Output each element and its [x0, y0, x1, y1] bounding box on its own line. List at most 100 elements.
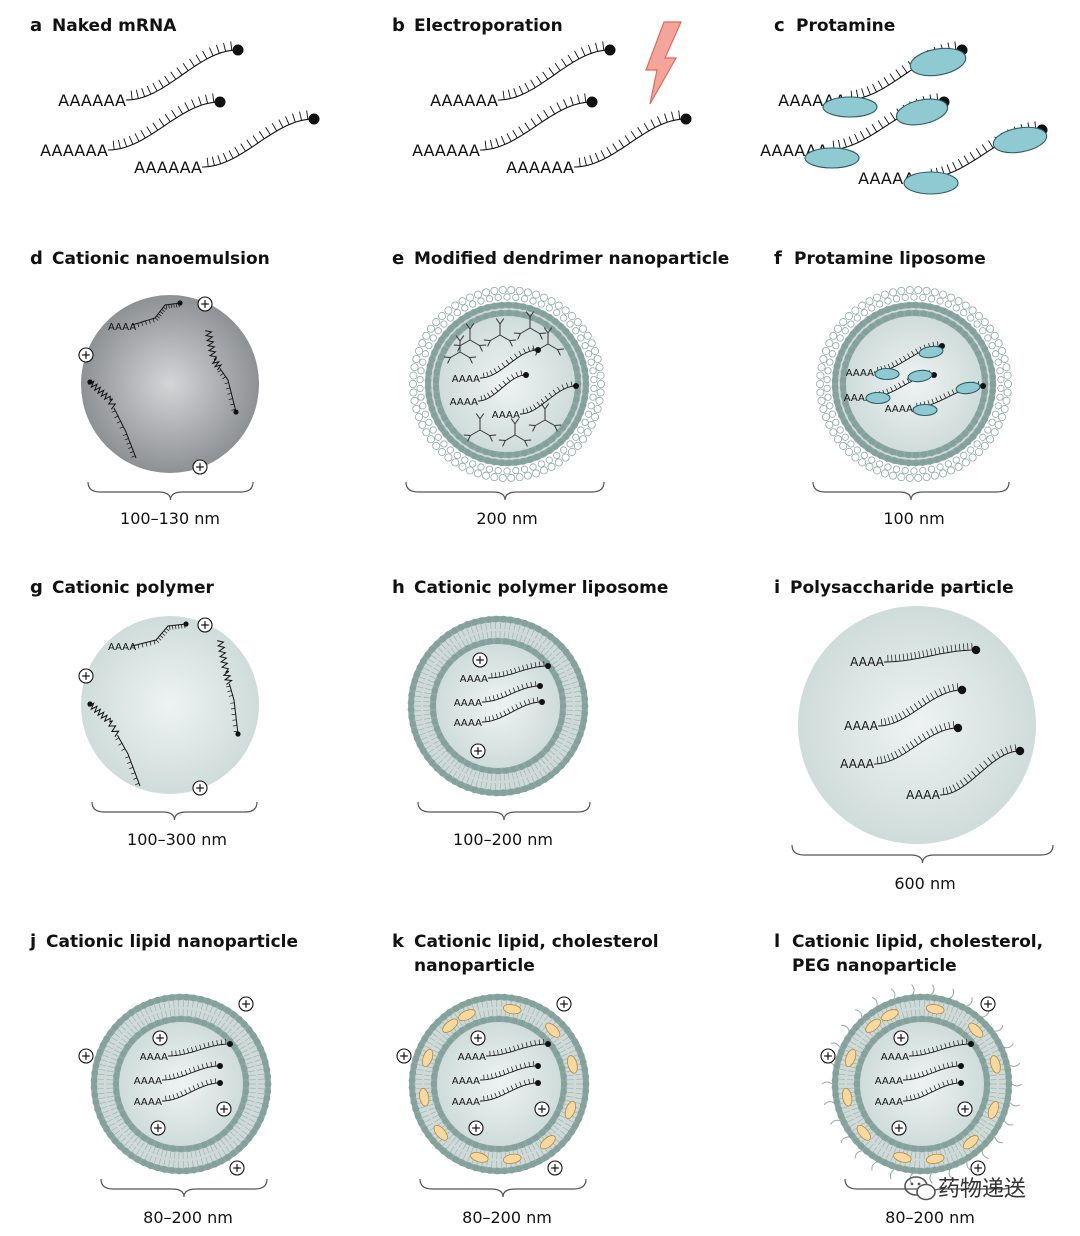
- positive-charge-icon: [152, 1030, 168, 1046]
- cholesterol-icon: [502, 1004, 522, 1015]
- positive-charge-icon: [970, 1160, 986, 1176]
- mrna-strand: [87, 702, 141, 787]
- polya-tail-label: AAAA: [875, 1097, 903, 1108]
- cholesterol-icon: [925, 1153, 945, 1164]
- particle-layer: [81, 286, 1036, 1184]
- panel-letter-b: b: [392, 15, 405, 36]
- mrna-cap-icon: [523, 372, 529, 378]
- polya-tail-label: AAAA: [906, 788, 941, 802]
- cholesterol-icon: [442, 1018, 459, 1033]
- polya-tail-label: AAAAAA: [58, 91, 126, 110]
- mrna-cap-icon: [535, 1063, 541, 1069]
- mrna-cap-icon: [235, 731, 241, 737]
- cholesterol-icon: [990, 1055, 1001, 1074]
- dendrimer-icon: [463, 413, 497, 442]
- peg-chain-icon: [830, 1042, 841, 1048]
- cholesterol-icon: [962, 1135, 979, 1150]
- polya-tail-label: AAAA: [134, 1076, 162, 1087]
- positive-charge-icon: [197, 296, 213, 312]
- panel-title-j: Cationic lipid nanoparticle: [46, 932, 298, 952]
- polya-tail-label: AAAA: [450, 397, 478, 408]
- positive-charge-icon: [78, 668, 94, 684]
- lipid-bilayer: [407, 615, 589, 797]
- mrna-cap-icon: [537, 683, 543, 689]
- positive-charge-icon: [893, 1030, 909, 1046]
- overlay-layer: [78, 296, 996, 1176]
- peg-chain-icon: [949, 988, 955, 999]
- polya-tail-label: AAAA: [458, 1052, 486, 1063]
- mrna-strand: AAAA: [460, 661, 551, 685]
- cholesterol-icon: [564, 1100, 577, 1119]
- mrna-strand: AAAAAA: [58, 41, 244, 110]
- mrna-strand: AAAA: [492, 381, 579, 421]
- polya-tail-label: AAAA: [140, 1052, 168, 1063]
- positive-charge-icon: [547, 1160, 563, 1176]
- polya-tail-label: AAAA: [881, 1052, 909, 1063]
- mrna-strand: AAAA: [875, 1061, 964, 1087]
- mrna-strand: AAAA: [875, 1078, 964, 1108]
- peg-chain-icon: [823, 1101, 835, 1106]
- panel-k-cationic-lipid-cholesterol-nanoparticle: [408, 993, 590, 1175]
- protamine-icon: [874, 367, 900, 381]
- positive-charge-icon: [980, 996, 996, 1012]
- dendrimer-icon: [528, 403, 562, 432]
- mrna-strand: AAAA: [454, 681, 543, 709]
- mrna-strand: AAAA: [140, 1039, 233, 1063]
- polya-tail-label: AAAAAA: [40, 141, 108, 160]
- cholesterol-icon: [419, 1087, 430, 1107]
- panel-title-b: Electroporation: [414, 16, 563, 36]
- panel-letter-g: g: [30, 577, 43, 598]
- cholesterol-icon: [502, 1153, 522, 1164]
- peg-chain-icon: [889, 1169, 895, 1180]
- mrna-strand: AAAA: [452, 1061, 541, 1087]
- peg-chain-icon: [854, 1009, 863, 1018]
- mrna-strand: AAAA: [450, 370, 529, 408]
- polya-tail-label: AAAA: [844, 393, 872, 404]
- protamine-icon: [907, 369, 933, 383]
- mrna-cap-icon: [545, 663, 551, 669]
- panel-d-cargo: AAAA: [87, 300, 239, 459]
- size-label-k: 80–200 nm: [462, 1208, 552, 1227]
- size-brace: [419, 1178, 587, 1198]
- panel-title-k: Cationic lipid, cholesterol: [414, 932, 659, 952]
- polya-tail-label: AAAA: [454, 718, 482, 729]
- peg-chain-icon: [994, 1025, 1004, 1032]
- mrna-cap-icon: [232, 44, 244, 56]
- panel-title-f: Protamine liposome: [794, 249, 986, 269]
- peg-chain-icon: [854, 1150, 862, 1159]
- mrna-cap-icon: [308, 113, 320, 125]
- dendrimer-icon: [443, 335, 477, 364]
- size-brace: [812, 481, 1010, 501]
- polya-tail-label: AAAA: [844, 719, 879, 733]
- polya-tail-label: AAAA: [460, 674, 488, 685]
- peg-chain-icon: [911, 984, 915, 995]
- size-braces: [87, 481, 1054, 1198]
- cargo-layer: AAAAAAAAAAAAAAAAAAAAAAAAAAAAAAAAAAAAAAAA…: [40, 41, 1048, 1164]
- mrna-strand: [87, 380, 137, 459]
- polya-tail-label: AAAA: [134, 1097, 162, 1108]
- cholesterol-icon: [925, 1004, 945, 1015]
- mrna-cap-icon: [1015, 746, 1025, 756]
- peg-chain-icon: [841, 1024, 850, 1032]
- mrna-cap-icon: [980, 383, 986, 389]
- watermark: 药物递送: [904, 1176, 1026, 1202]
- panel-letter-j: j: [29, 931, 36, 952]
- positive-charge-icon: [78, 1048, 94, 1064]
- peg-chain-icon: [821, 1081, 833, 1085]
- positive-charge-icon: [556, 996, 572, 1012]
- cholesterol-icon: [856, 1124, 871, 1141]
- mrna-strand: AAAAAA: [40, 93, 226, 160]
- mrna-cap-icon: [233, 409, 239, 415]
- positive-charge-icon: [468, 1120, 484, 1136]
- mrna-cap-icon: [183, 621, 189, 627]
- size-brace: [91, 801, 258, 821]
- size-label-e: 200 nm: [476, 509, 537, 528]
- mrna-cap-icon: [573, 383, 579, 389]
- positive-charge-icon: [534, 1101, 550, 1117]
- panel-letter-l: l: [774, 931, 780, 952]
- mrna-cap-icon: [604, 44, 616, 56]
- lipid-bilayer: [831, 301, 997, 467]
